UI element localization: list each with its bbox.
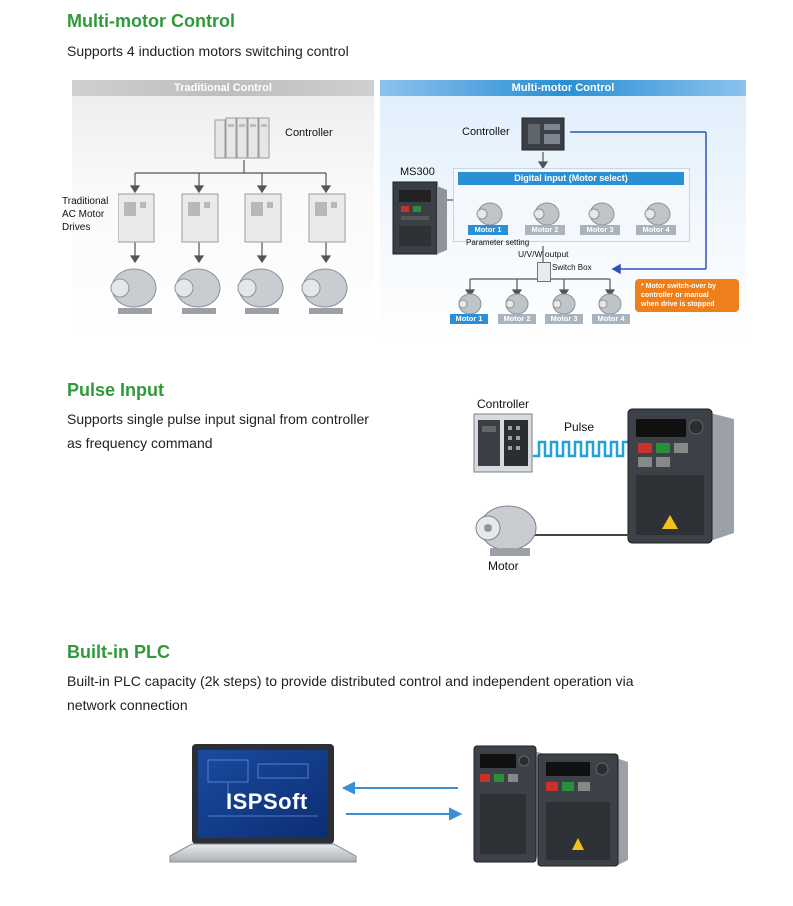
bottom-motor-4-label: Motor 4 [592, 314, 630, 324]
pulse-description-line-1: Supports single pulse input signal from … [67, 411, 369, 427]
ms300-label: MS300 [400, 166, 435, 178]
drives-label-line-3: Drives [62, 222, 91, 233]
traditional-header: Traditional Control [72, 80, 374, 96]
note-line-3: when drive is stopped [641, 301, 715, 308]
pulse-controller-icon [473, 413, 533, 473]
drives-label-line-2: AC Motor [62, 209, 105, 220]
ms300-drive-icon [392, 181, 447, 255]
pulse-description-line-2: as frequency command [67, 435, 213, 451]
parameter-setting-label: Parameter setting [466, 238, 530, 247]
built-in-plc-title: Built-in PLC [67, 642, 170, 662]
plc-description-line-1: Built-in PLC capacity (2k steps) to prov… [67, 673, 634, 689]
note-line-1: * Motor switch-over by [641, 283, 717, 290]
note-line-2: controller or manual [641, 292, 709, 299]
bottom-motor-2-label: Motor 2 [498, 314, 536, 324]
motor-cable [520, 534, 630, 536]
top-motor-2-label: Motor 2 [525, 225, 565, 235]
bottom-motor-1-label: Motor 1 [450, 314, 488, 324]
switch-box-icon [537, 262, 551, 282]
traditional-drives-label: Traditional AC Motor Drives [62, 195, 108, 234]
switch-over-note: * Motor switch-over by controller or man… [635, 279, 739, 312]
traditional-motors-icon [110, 268, 348, 314]
pulse-waveform-icon [533, 440, 633, 458]
pulse-drive-icon [627, 408, 734, 544]
pulse-input-title: Pulse Input [67, 380, 165, 400]
traditional-controller-icon [214, 117, 270, 159]
bottom-motor-3-label: Motor 3 [545, 314, 583, 324]
drives-label-line-1: Traditional [62, 196, 109, 207]
multi-header: Multi-motor Control [380, 80, 746, 96]
bottom-motors-icon [458, 293, 622, 315]
top-motor-3-label: Motor 3 [580, 225, 620, 235]
pulse-label: Pulse [564, 420, 595, 434]
multi-wiring [425, 131, 707, 298]
plc-drives-icon [473, 745, 628, 867]
top-motor-1-label: Motor 1 [468, 225, 508, 235]
traditional-drives-icon [118, 193, 346, 243]
multi-motor-description: Supports 4 induction motors switching co… [67, 43, 349, 59]
switch-box-label: Switch Box [552, 263, 592, 272]
multi-controller-label: Controller [462, 126, 510, 138]
multi-controller-icon [521, 117, 565, 151]
pulse-motor-icon [475, 505, 537, 556]
pulse-motor-label: Motor [488, 559, 519, 573]
top-motors-icon [476, 202, 671, 226]
laptop-icon [169, 744, 357, 863]
traditional-controller-label: Controller [285, 127, 333, 139]
top-motor-4-label: Motor 4 [636, 225, 676, 235]
digital-input-header: Digital input (Motor select) [458, 172, 684, 185]
built-in-plc-description: Built-in PLC capacity (2k steps) to prov… [67, 669, 634, 717]
communication-arrows [342, 781, 462, 821]
plc-description-line-2: network connection [67, 697, 188, 713]
multi-motor-title: Multi-motor Control [67, 11, 235, 31]
ispsoft-label: ISPSoft [226, 789, 308, 814]
traditional-wiring [129, 160, 332, 264]
pulse-controller-label: Controller [477, 397, 530, 411]
pulse-input-description: Supports single pulse input signal from … [67, 407, 369, 455]
uvw-output-label: U/V/W output [518, 249, 569, 259]
